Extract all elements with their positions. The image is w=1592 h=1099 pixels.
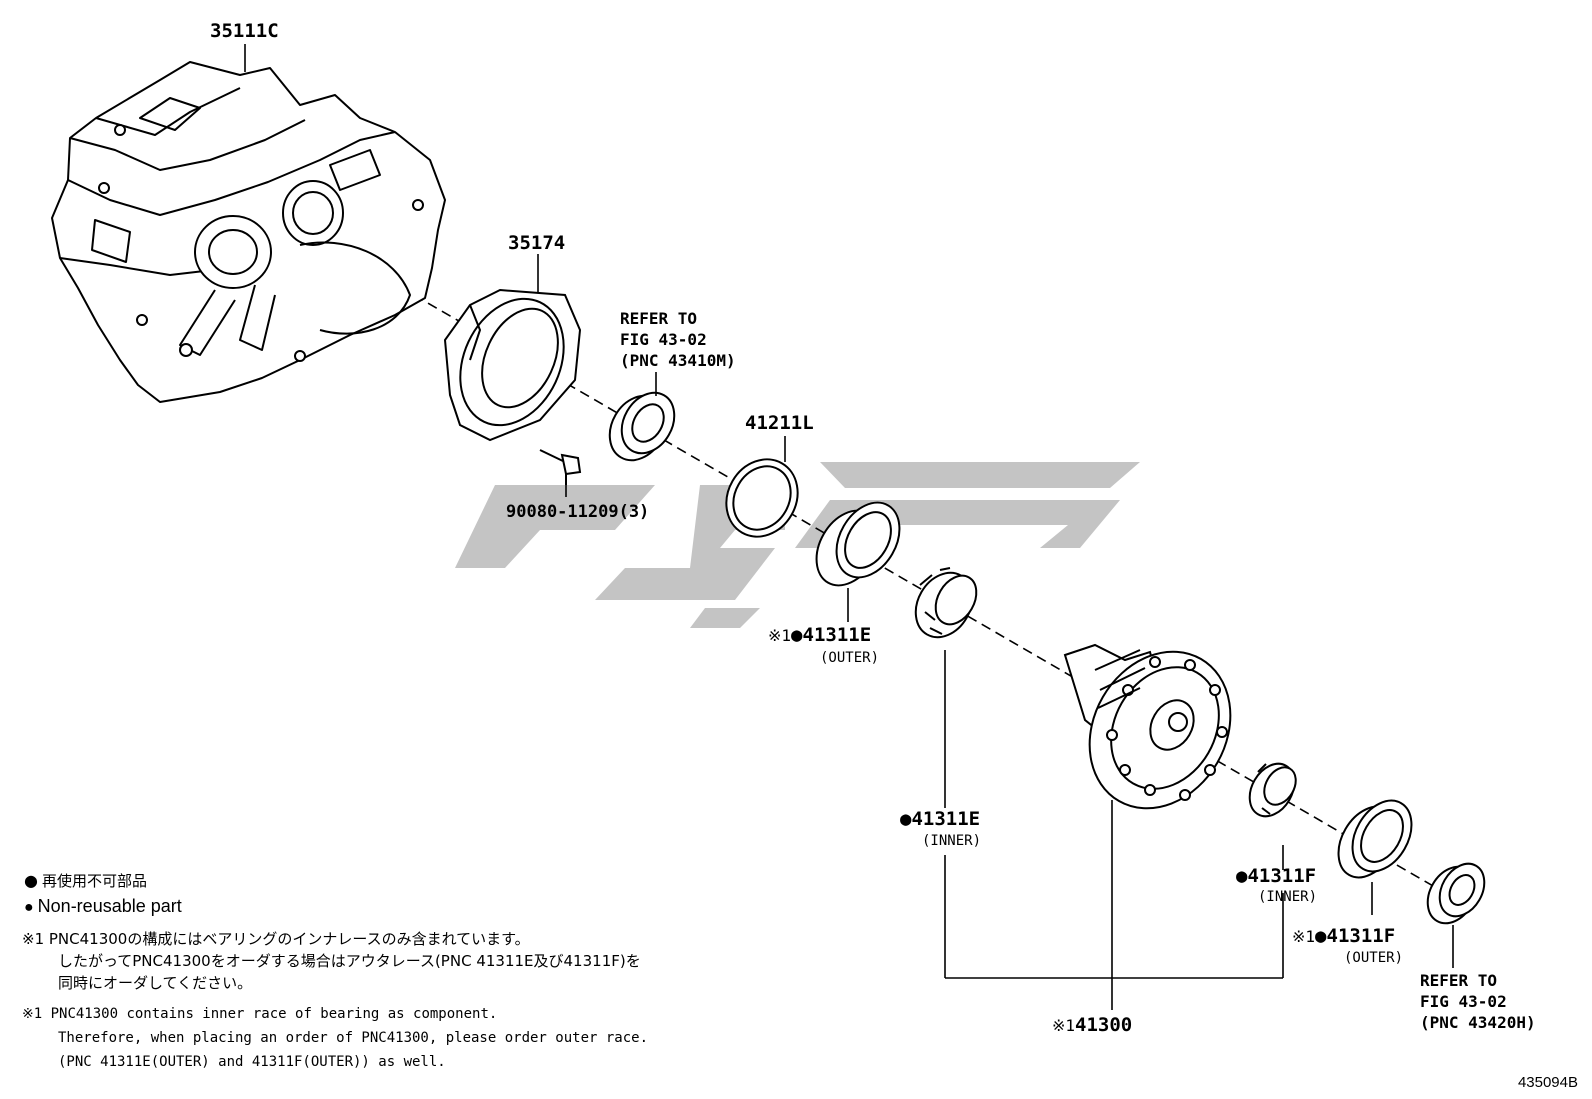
shim-drawing — [725, 458, 799, 538]
part-sublabel-bearing-f-outer: (OUTER) — [1344, 950, 1404, 966]
note-en: ※1 PNC41300 contains inner race of beari… — [22, 1002, 648, 1074]
reference-bottom: REFER TO FIG 43-02 (PNC 43420H) — [1420, 970, 1536, 1033]
note-jp-line-3: 同時にオーダしてください。 — [58, 974, 253, 992]
legend-jp-text: 再使用不可部品 — [41, 872, 147, 890]
reference-bottom-line-2: FIG 43-02 — [1420, 992, 1507, 1011]
note-jp-line-1: ※1 PNC41300の構成にはベアリングのインナレースのみ含まれています。 — [22, 930, 530, 948]
reference-top-line-3: (PNC 43410M) — [620, 351, 736, 370]
transmission-case-drawing — [51, 61, 446, 403]
inner-bearing-e-drawing — [914, 567, 978, 639]
reference-top-line-1: REFER TO — [620, 309, 698, 328]
outer-race-f-drawing — [1337, 799, 1413, 879]
part-number: 41311E — [802, 624, 872, 646]
note-en-line-3: (PNC 41311E(OUTER) and 41311F(OUTER)) as… — [58, 1054, 446, 1070]
non-reusable-dot-icon: ● — [791, 624, 803, 646]
part-label-shim: 41211L — [745, 412, 814, 434]
non-reusable-dot-icon — [24, 896, 38, 916]
part-sublabel-bearing-e-inner: (INNER) — [922, 833, 982, 849]
non-reusable-dot-icon — [24, 872, 42, 890]
part-label-bearing-e-inner: ●41311E — [900, 808, 980, 830]
note-marker: ※1 — [1052, 1016, 1076, 1035]
part-number: 41300 — [1075, 1014, 1133, 1036]
non-reusable-dot-icon: ● — [900, 808, 912, 830]
note-jp-line-2: したがってPNC41300をオーダする場合はアウタレース(PNC 41311E及… — [58, 952, 641, 970]
reference-top-line-2: FIG 43-02 — [620, 330, 707, 349]
part-sublabel-bearing-f-inner: (INNER) — [1258, 889, 1318, 905]
note-marker: ※1 — [1292, 927, 1316, 946]
non-reusable-dot-icon: ● — [1315, 925, 1327, 947]
part-sublabel-bearing-e-outer: (OUTER) — [820, 650, 880, 666]
leader-lines — [244, 44, 1454, 1010]
bolt-drawing — [539, 449, 582, 485]
part-number: 41311F — [1326, 925, 1396, 947]
part-label-bearing-f-outer: ※1●41311F — [1292, 925, 1395, 947]
part-label-case: 35111C — [210, 20, 279, 42]
oil-seal-bottom-drawing — [1426, 862, 1486, 925]
reference-top: REFER TO FIG 43-02 (PNC 43410M) — [620, 308, 736, 371]
oil-seal-top-drawing — [608, 391, 676, 462]
outer-race-e-drawing — [815, 501, 901, 587]
note-en-line-1: ※1 PNC41300 contains inner race of beari… — [22, 1006, 498, 1022]
non-reusable-dot-icon: ● — [1236, 865, 1248, 887]
inner-bearing-f-drawing — [1248, 762, 1297, 818]
part-number: 41311E — [911, 808, 981, 830]
reference-bottom-line-1: REFER TO — [1420, 971, 1498, 990]
part-label-plate: 35174 — [508, 232, 566, 254]
figure-number: 435094B — [1517, 1074, 1578, 1091]
part-label-differential: ※141300 — [1052, 1014, 1132, 1036]
legend-en: Non-reusable part — [24, 895, 182, 919]
note-marker: ※1 — [768, 626, 792, 645]
legend-jp: 再使用不可部品 — [24, 870, 147, 892]
plate-drawing — [443, 288, 582, 442]
part-label-bearing-f-inner: ●41311F — [1236, 865, 1316, 887]
part-label-bearing-e-outer: ※1●41311E — [768, 624, 871, 646]
differential-drawing — [1063, 643, 1232, 810]
legend-en-text: Non-reusable part — [37, 896, 182, 916]
part-number: 41311F — [1247, 865, 1317, 887]
part-label-bolt: 90080-11209(3) — [506, 502, 650, 522]
note-en-line-2: Therefore, when placing an order of PNC4… — [58, 1030, 649, 1046]
note-jp: ※1 PNC41300の構成にはベアリングのインナレースのみ含まれています。 し… — [22, 928, 641, 994]
reference-bottom-line-3: (PNC 43420H) — [1420, 1013, 1536, 1032]
